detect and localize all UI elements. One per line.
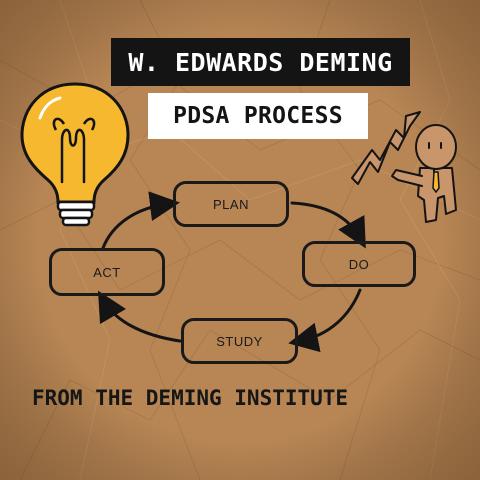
footer-text: FROM THE DEMING INSTITUTE bbox=[32, 386, 349, 410]
step-act: ACT bbox=[49, 248, 165, 296]
footer-credit: FROM THE DEMING INSTITUTE bbox=[32, 386, 452, 410]
step-label: ACT bbox=[93, 264, 121, 280]
step-label: STUDY bbox=[216, 333, 263, 349]
title-banner: W. EDWARDS DEMING bbox=[111, 38, 410, 86]
title-text: W. EDWARDS DEMING bbox=[128, 47, 393, 77]
step-do: DO bbox=[302, 241, 416, 287]
step-plan: PLAN bbox=[173, 181, 289, 227]
subtitle-text: PDSA PROCESS bbox=[173, 103, 343, 129]
step-label: DO bbox=[348, 256, 370, 272]
step-label: PLAN bbox=[213, 196, 249, 212]
subtitle-banner: PDSA PROCESS bbox=[148, 93, 368, 139]
step-study: STUDY bbox=[181, 318, 298, 364]
